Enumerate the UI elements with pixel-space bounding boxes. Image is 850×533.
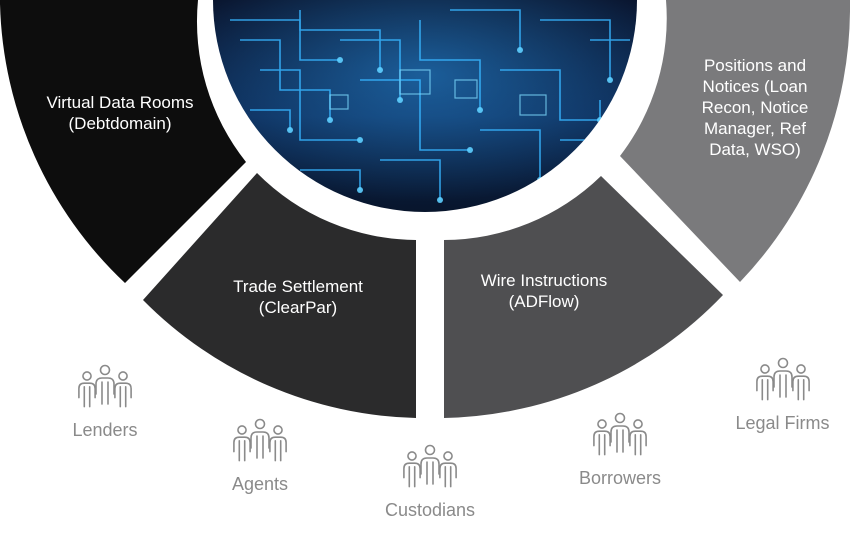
segment-label-trade-settlement: Trade Settlement (ClearPar) [198, 276, 398, 318]
segment-label-virtual-data-rooms: Virtual Data Rooms (Debtdomain) [20, 92, 220, 134]
people-group-icon [403, 444, 457, 488]
group-label: Agents [231, 474, 289, 494]
people-group-icon [755, 357, 810, 401]
segment-label-wire-instructions: Wire Instructions (ADFlow) [444, 270, 644, 312]
segment-text-line: Manager, Ref [703, 119, 807, 138]
segment-text-line: (ADFlow) [508, 292, 580, 311]
group-label: Lenders [72, 420, 138, 440]
people-group-icon [593, 412, 647, 456]
segment-trade-settlement [143, 173, 416, 418]
segment-label-positions-notices: Positions and Notices (Loan Recon, Notic… [680, 55, 830, 160]
segment-text-line: Positions and [703, 56, 807, 75]
group-label: Custodians [384, 500, 476, 520]
people-group-icon [233, 418, 287, 462]
segment-positions-notices [620, 0, 850, 282]
people-group-icon [78, 364, 132, 408]
group-lenders: Lenders [55, 362, 155, 441]
segment-text-line: Recon, Notice [701, 98, 809, 117]
segment-wire-instructions [444, 176, 723, 418]
group-label: Borrowers [578, 468, 662, 488]
segment-text-line: (Debtdomain) [68, 114, 172, 133]
segment-text-line: (ClearPar) [258, 298, 338, 317]
circuit-board-image [213, 0, 637, 212]
segment-virtual-data-rooms [0, 0, 246, 283]
group-legal-firms: Legal Firms [720, 355, 845, 434]
segment-text-line: Data, WSO) [709, 140, 801, 159]
segment-text-line: Virtual Data Rooms [46, 93, 194, 112]
segment-text-line: Wire Instructions [480, 271, 608, 290]
group-borrowers: Borrowers [560, 410, 680, 489]
group-agents: Agents [210, 416, 310, 495]
segment-text-line: Trade Settlement [233, 277, 363, 296]
group-custodians: Custodians [370, 442, 490, 521]
group-label: Legal Firms [735, 413, 830, 433]
segment-text-line: Notices (Loan [702, 77, 808, 96]
